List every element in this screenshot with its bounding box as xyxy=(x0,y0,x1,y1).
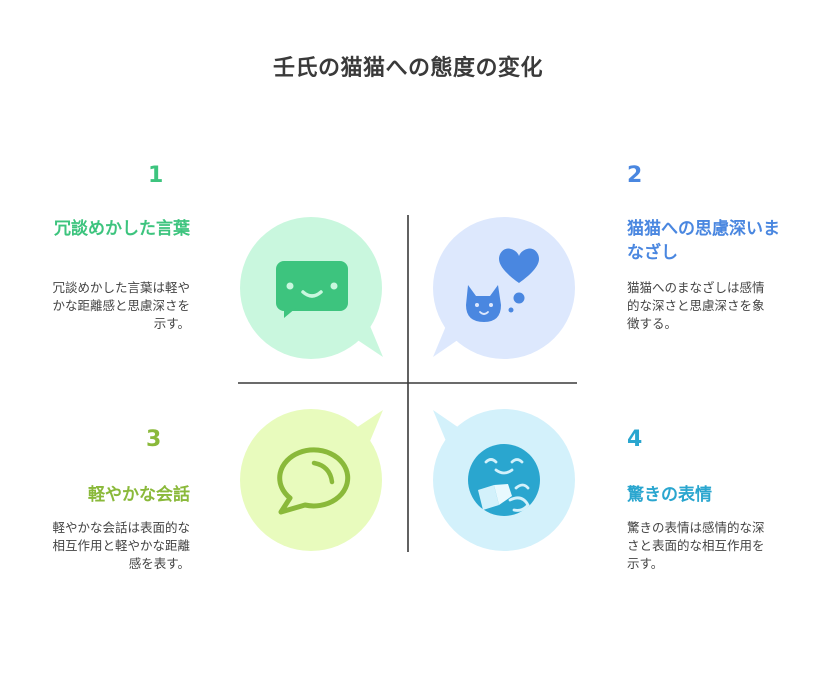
quadrant-1-heading: 冗談めかした言葉 xyxy=(54,219,190,239)
surprised-face-book-icon xyxy=(468,444,540,516)
quadrant-4-description: 驚きの表情は感情的な深さと表面的な相互作用を示す。 xyxy=(627,520,765,571)
quadrant-1-number: 1 xyxy=(148,163,164,188)
quadrant-2-description: 猫猫へのまなざしは感情的な深さと思慮深さを象徴する。 xyxy=(627,280,765,331)
chat-bubble-smile-icon xyxy=(276,261,348,318)
quadrant-2-number: 2 xyxy=(627,163,643,188)
page-title: 壬氏の猫猫への態度の変化 xyxy=(272,56,543,81)
quadrant-2-heading: 猫猫への思慮深いまなざし xyxy=(627,219,780,263)
bubble-quadrant-2 xyxy=(433,217,575,359)
bubble-quadrant-3 xyxy=(240,409,383,551)
bubble-quadrant-4 xyxy=(433,409,575,551)
cat-heart-icon xyxy=(466,248,539,322)
quadrant-4-number: 4 xyxy=(627,427,643,452)
quadrant-3-number: 3 xyxy=(146,427,162,452)
bubble-quadrant-1 xyxy=(240,217,383,359)
quadrant-1-description: 冗談めかした言葉は軽やかな距離感と思慮深さを示す。 xyxy=(52,280,190,331)
quadrant-4-heading: 驚きの表情 xyxy=(627,485,712,505)
quadrant-3-heading: 軽やかな会話 xyxy=(88,485,190,505)
speech-bubble-icon xyxy=(277,447,351,515)
quadrant-3-description: 軽やかな会話は表面的な相互作用と軽やかな距離感を表す。 xyxy=(52,520,190,571)
